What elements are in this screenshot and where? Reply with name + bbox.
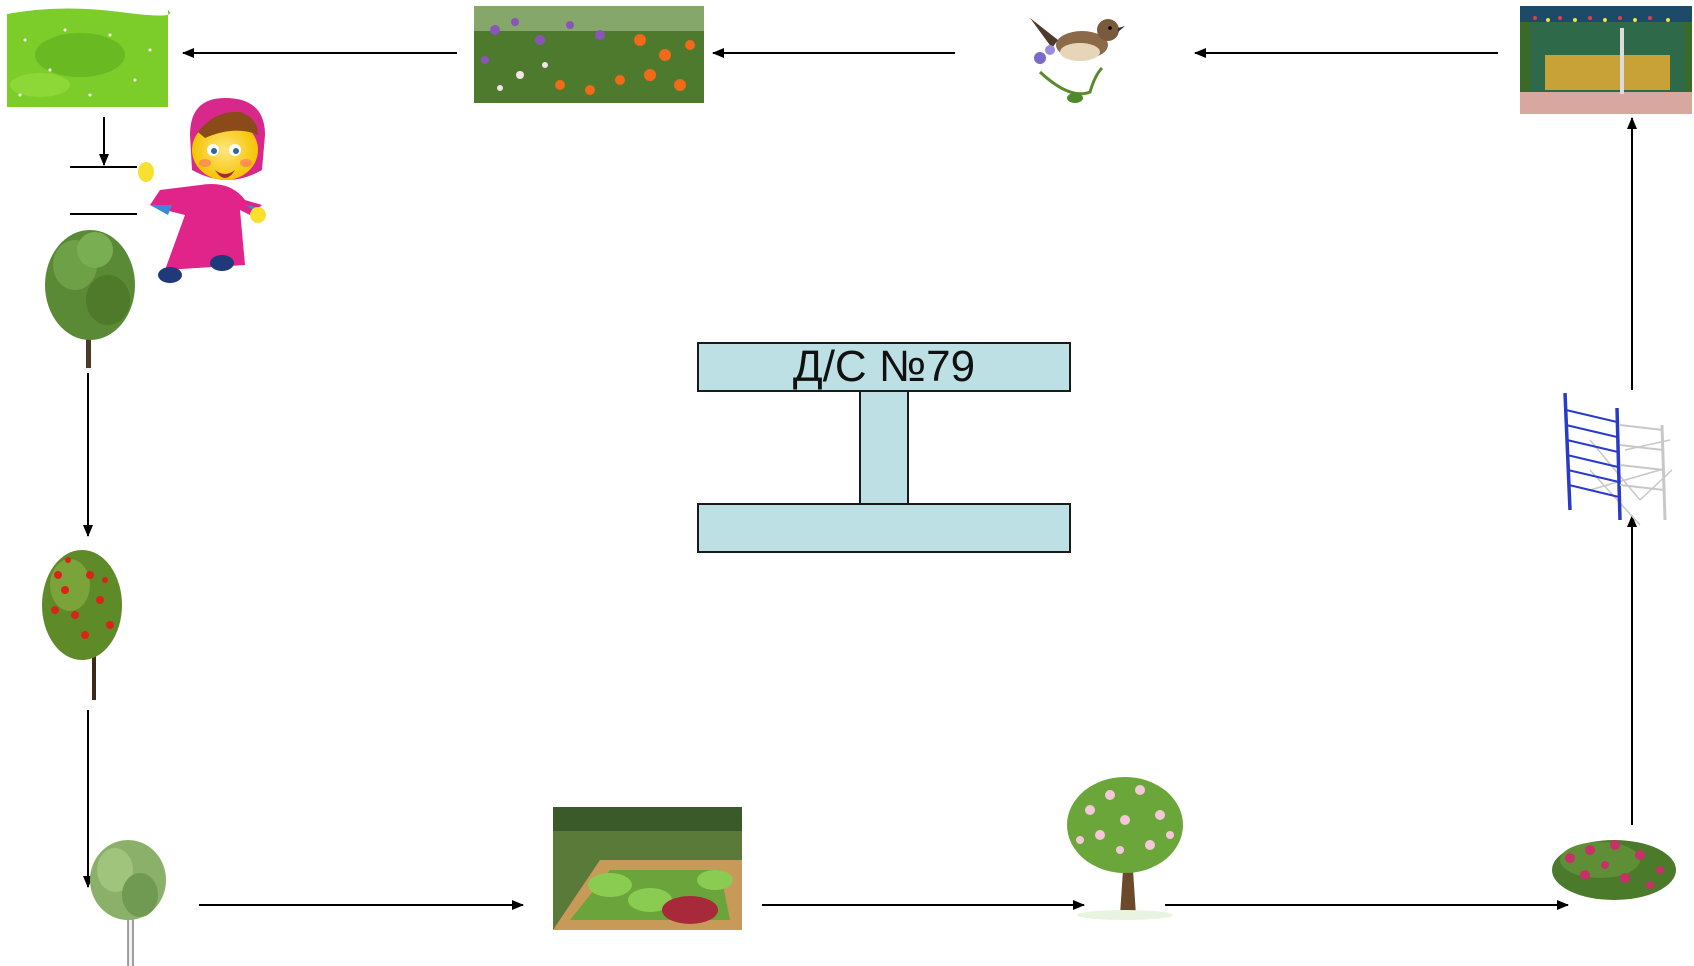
meadow-image [7, 8, 170, 108]
building-middle [859, 390, 909, 505]
bush-image [1552, 840, 1676, 900]
rowan-image [42, 550, 122, 700]
flowers-image [474, 6, 704, 103]
building-label-box: Д/С №79 [698, 342, 1070, 391]
climbing-frame-image [1563, 392, 1673, 526]
garden-beds-image [553, 807, 742, 930]
building-label: Д/С №79 [792, 342, 976, 391]
building-top [697, 342, 1071, 392]
tree-image [45, 230, 135, 368]
kindergarten-building [697, 342, 1071, 553]
birch-image [90, 840, 166, 966]
building-bottom [697, 503, 1071, 553]
blossom-tree-image [1067, 777, 1183, 920]
bird-image [1030, 18, 1125, 103]
girl-character-image [138, 98, 266, 283]
pavilion-image [1520, 6, 1692, 114]
route-arrows [70, 48, 1637, 910]
